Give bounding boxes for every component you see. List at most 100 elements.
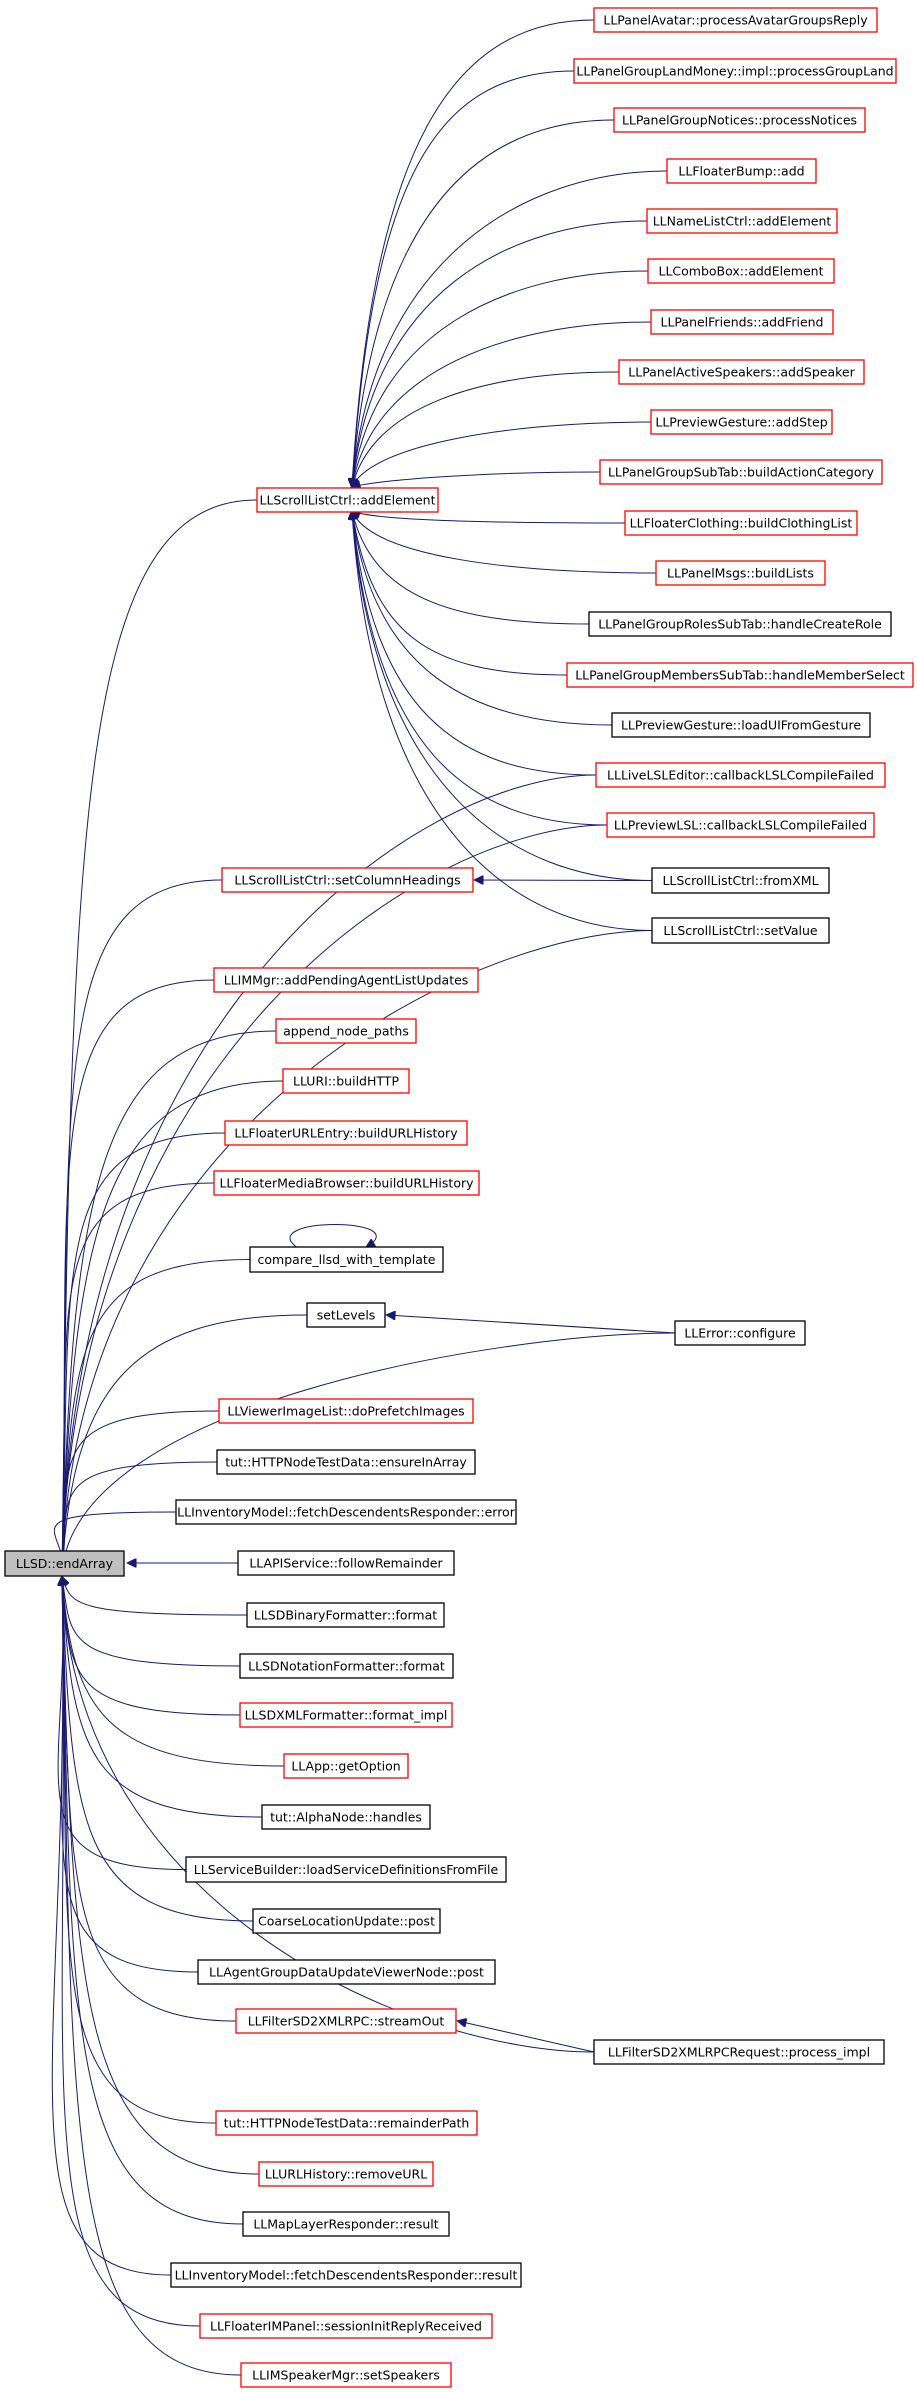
caller-node-llagentgroupdataupdateviewernode-post[interactable]: LLAgentGroupDataUpdateViewerNode::post — [197, 1959, 496, 1985]
caller-node-llfiltersd2xmlrpcrequest-process-impl[interactable]: LLFilterSD2XMLRPCRequest::process_impl — [593, 2039, 885, 2065]
caller-node-llpanelgroupsubtab-buildactioncategory[interactable]: LLPanelGroupSubTab::buildActionCategory — [599, 459, 883, 485]
node-box[interactable] — [618, 359, 865, 385]
caller-node-llpanelgrouplandmoney-impl-processgroupland[interactable]: LLPanelGroupLandMoney::impl::processGrou… — [573, 58, 897, 84]
node-box[interactable] — [655, 560, 826, 586]
node-box[interactable] — [599, 459, 883, 485]
node-box[interactable] — [611, 712, 871, 738]
caller-node-coarselocationupdate-post[interactable]: CoarseLocationUpdate::post — [252, 1908, 441, 1934]
caller-node-llpreviewlsl-callbacklslcompilefailed[interactable]: LLPreviewLSL::callbackLSLCompileFailed — [606, 812, 875, 838]
caller-node-setlevels[interactable]: setLevels — [306, 1302, 386, 1328]
node-box[interactable] — [650, 409, 833, 435]
node-box[interactable] — [197, 1959, 496, 1985]
node-box[interactable] — [175, 1499, 517, 1525]
caller-node-llimmgr-addpendingagentlistupdates[interactable]: LLIMMgr::addPendingAgentListUpdates — [213, 967, 479, 993]
node-box[interactable] — [674, 1320, 806, 1346]
node-box[interactable] — [613, 107, 866, 133]
node-label: LLScrollListCtrl::fromXML — [662, 873, 818, 888]
node-box[interactable] — [221, 867, 474, 893]
node-box[interactable] — [224, 1120, 468, 1146]
node-box[interactable] — [170, 2262, 522, 2288]
caller-node-tut-httpnodetestdata-ensureinarray[interactable]: tut::HTTPNodeTestData::ensureInArray — [216, 1449, 476, 1475]
caller-node-tut-httpnodetestdata-remainderpath[interactable]: tut::HTTPNodeTestData::remainderPath — [215, 2110, 478, 2136]
caller-node-llsdnotationformatter-format[interactable]: LLSDNotationFormatter::format — [239, 1653, 454, 1679]
caller-node-llfiltersd2xmlrpc-streamout[interactable]: LLFilterSD2XMLRPC::streamOut — [235, 2008, 457, 2034]
node-box[interactable] — [258, 2161, 434, 2187]
node-box[interactable] — [235, 2008, 457, 2034]
node-box[interactable] — [240, 2362, 452, 2388]
node-box[interactable] — [566, 662, 914, 688]
node-box[interactable] — [242, 2211, 450, 2237]
node-box[interactable] — [239, 1702, 453, 1728]
caller-node-llfloaterclothing-buildclothinglist[interactable]: LLFloaterClothing::buildClothingList — [624, 510, 858, 536]
caller-node-llpanelgroupnotices-processnotices[interactable]: LLPanelGroupNotices::processNotices — [613, 107, 866, 133]
node-box[interactable] — [283, 1753, 409, 1779]
node-box[interactable] — [595, 762, 886, 788]
caller-node-llpanelavatar-processavatargroupsreply[interactable]: LLPanelAvatar::processAvatarGroupsReply — [593, 7, 878, 33]
node-box[interactable] — [573, 58, 897, 84]
node-box[interactable] — [606, 812, 875, 838]
node-box[interactable] — [282, 1068, 410, 1094]
caller-node-llscrolllistctrl-setcolumnheadings[interactable]: LLScrollListCtrl::setColumnHeadings — [221, 867, 474, 893]
node-box[interactable] — [246, 1602, 445, 1628]
node-box[interactable] — [651, 917, 830, 944]
caller-node-llpanelactivespeakers-addspeaker[interactable]: LLPanelActiveSpeakers::addSpeaker — [618, 359, 865, 385]
node-box[interactable] — [218, 1398, 474, 1424]
caller-node-llscrolllistctrl-addelement[interactable]: LLScrollListCtrl::addElement — [256, 487, 439, 513]
caller-node-llapp-getoption[interactable]: LLApp::getOption — [283, 1753, 409, 1779]
caller-node-lluri-buildhttp[interactable]: LLURI::buildHTTP — [282, 1068, 410, 1094]
caller-node-llsdbinaryformatter-format[interactable]: LLSDBinaryFormatter::format — [246, 1602, 445, 1628]
node-box[interactable] — [213, 967, 479, 993]
node-box[interactable] — [249, 1246, 444, 1273]
caller-node-llerror-configure[interactable]: LLError::configure — [674, 1320, 806, 1346]
node-box[interactable] — [215, 2110, 478, 2136]
node-box[interactable] — [624, 510, 858, 536]
caller-node-llpreviewgesture-loaduifromgesture[interactable]: LLPreviewGesture::loadUIFromGesture — [611, 712, 871, 738]
node-box[interactable] — [651, 867, 830, 894]
caller-node-llurlhistory-removeurl[interactable]: LLURLHistory::removeURL — [258, 2161, 434, 2187]
caller-node-llpanelmsgs-buildlists[interactable]: LLPanelMsgs::buildLists — [655, 560, 826, 586]
caller-node-llscrolllistctrl-setvalue[interactable]: LLScrollListCtrl::setValue — [651, 917, 830, 944]
caller-node-llnamelistctrl-addelement[interactable]: LLNameListCtrl::addElement — [646, 208, 838, 234]
node-box[interactable] — [252, 1908, 441, 1934]
caller-node-llpanelgroupmemberssubtab-handlememberselect[interactable]: LLPanelGroupMembersSubTab::handleMemberS… — [566, 662, 914, 688]
caller-node-llapiservice-followremainder[interactable]: LLAPIService::followRemainder — [237, 1550, 455, 1576]
caller-node-llpreviewgesture-addstep[interactable]: LLPreviewGesture::addStep — [650, 409, 833, 435]
caller-node-llcombobox-addelement[interactable]: LLComboBox::addElement — [647, 258, 835, 284]
caller-node-llviewerimagelist-doprefetchimages[interactable]: LLViewerImageList::doPrefetchImages — [218, 1398, 474, 1424]
caller-node-llpanelfriends-addfriend[interactable]: LLPanelFriends::addFriend — [650, 309, 834, 335]
node-box[interactable] — [261, 1804, 431, 1830]
node-box[interactable] — [593, 2039, 885, 2065]
caller-node-llfloaterurlentry-buildurlhistory[interactable]: LLFloaterURLEntry::buildURLHistory — [224, 1120, 468, 1146]
caller-node-llservicebuilder-loadservicedefinitionsfromfile[interactable]: LLServiceBuilder::loadServiceDefinitions… — [185, 1856, 507, 1883]
node-box[interactable] — [239, 1653, 454, 1679]
caller-node-llscrolllistctrl-fromxml[interactable]: LLScrollListCtrl::fromXML — [651, 867, 830, 894]
caller-node-llpanelgrouprolessubtab-handlecreaterole[interactable]: LLPanelGroupRolesSubTab::handleCreateRol… — [588, 611, 892, 637]
caller-node-llfloaterbump-add[interactable]: LLFloaterBump::add — [666, 158, 817, 184]
node-box[interactable] — [593, 7, 878, 33]
caller-node-llsdxmlformatter-format-impl[interactable]: LLSDXMLFormatter::format_impl — [239, 1702, 453, 1728]
caller-node-llfloatermediabrowser-buildurlhistory[interactable]: LLFloaterMediaBrowser::buildURLHistory — [213, 1170, 480, 1196]
node-box[interactable] — [666, 158, 817, 184]
node-box[interactable] — [650, 309, 834, 335]
caller-node-compare-llsd-with-template[interactable]: compare_llsd_with_template — [249, 1246, 444, 1273]
node-box[interactable] — [256, 487, 439, 513]
caller-node-llfloaterimpanel-sessioninitreplyreceived[interactable]: LLFloaterIMPanel::sessionInitReplyReceiv… — [199, 2313, 493, 2339]
node-box[interactable] — [213, 1170, 480, 1196]
caller-node-llimspeakermgr-setspeakers[interactable]: LLIMSpeakerMgr::setSpeakers — [240, 2362, 452, 2388]
node-box[interactable] — [306, 1302, 386, 1328]
caller-node-llmaplayerresponder-result[interactable]: LLMapLayerResponder::result — [242, 2211, 450, 2237]
node-box[interactable] — [216, 1449, 476, 1475]
node-box[interactable] — [275, 1018, 417, 1044]
node-box[interactable] — [199, 2313, 493, 2339]
node-box[interactable] — [647, 258, 835, 284]
node-box[interactable] — [237, 1550, 455, 1576]
caller-node-tut-alphanode-handles[interactable]: tut::AlphaNode::handles — [261, 1804, 431, 1830]
node-box[interactable] — [185, 1856, 507, 1883]
caller-node-append-node-paths[interactable]: append_node_paths — [275, 1018, 417, 1044]
node-label: LLPreviewLSL::callbackLSLCompileFailed — [614, 818, 867, 833]
caller-node-lllivelsleditor-callbacklslcompilefailed[interactable]: LLLiveLSLEditor::callbackLSLCompileFaile… — [595, 762, 886, 788]
caller-node-llinventorymodel-fetchdescendentsresponder-error[interactable]: LLInventoryModel::fetchDescendentsRespon… — [175, 1499, 517, 1525]
caller-node-llinventorymodel-fetchdescendentsresponder-result[interactable]: LLInventoryModel::fetchDescendentsRespon… — [170, 2262, 522, 2288]
node-box[interactable] — [588, 611, 892, 637]
node-box[interactable] — [646, 208, 838, 234]
